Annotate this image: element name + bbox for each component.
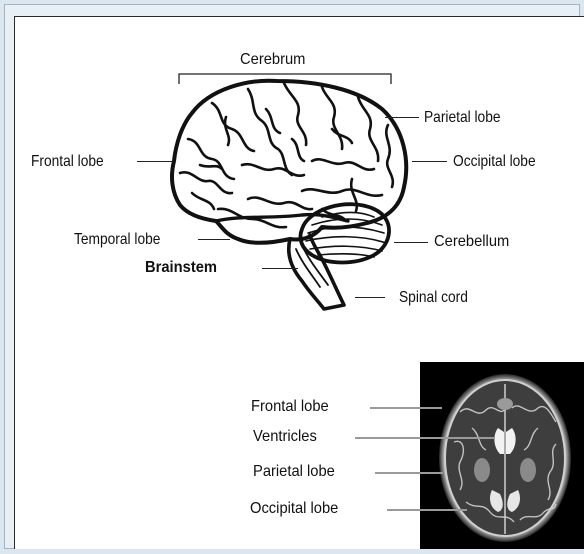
mri-label-parietal-lobe: Parietal lobe	[253, 463, 335, 481]
mri-leader-frontal	[370, 407, 442, 409]
mri-label-frontal-lobe: Frontal lobe	[251, 398, 329, 416]
mri-label-occipital-lobe: Occipital lobe	[250, 500, 338, 518]
label-frontal-lobe: Frontal lobe	[31, 153, 104, 171]
brain-illustration	[152, 69, 422, 314]
leader-temporal	[198, 239, 230, 240]
mri-label-ventricles: Ventricles	[253, 428, 317, 446]
leader-cerebellum	[394, 242, 428, 243]
mri-image	[420, 362, 584, 549]
label-cerebellum: Cerebellum	[434, 233, 509, 251]
mri-scan-graphic	[420, 362, 584, 549]
label-parietal-lobe: Parietal lobe	[424, 109, 500, 127]
leader-parietal	[385, 117, 419, 118]
label-cerebrum: Cerebrum	[240, 51, 305, 69]
leader-brainstem	[262, 268, 298, 269]
leader-spinal-cord	[355, 297, 385, 298]
mri-leader-ventricles	[355, 437, 495, 439]
mri-leader-parietal	[375, 472, 443, 474]
leader-frontal	[137, 161, 173, 162]
label-occipital-lobe: Occipital lobe	[453, 153, 536, 171]
label-temporal-lobe: Temporal lobe	[74, 231, 160, 249]
leader-occipital	[412, 161, 447, 162]
mri-leader-occipital	[387, 509, 467, 511]
label-spinal-cord: Spinal cord	[399, 289, 468, 307]
label-brainstem: Brainstem	[145, 259, 217, 277]
